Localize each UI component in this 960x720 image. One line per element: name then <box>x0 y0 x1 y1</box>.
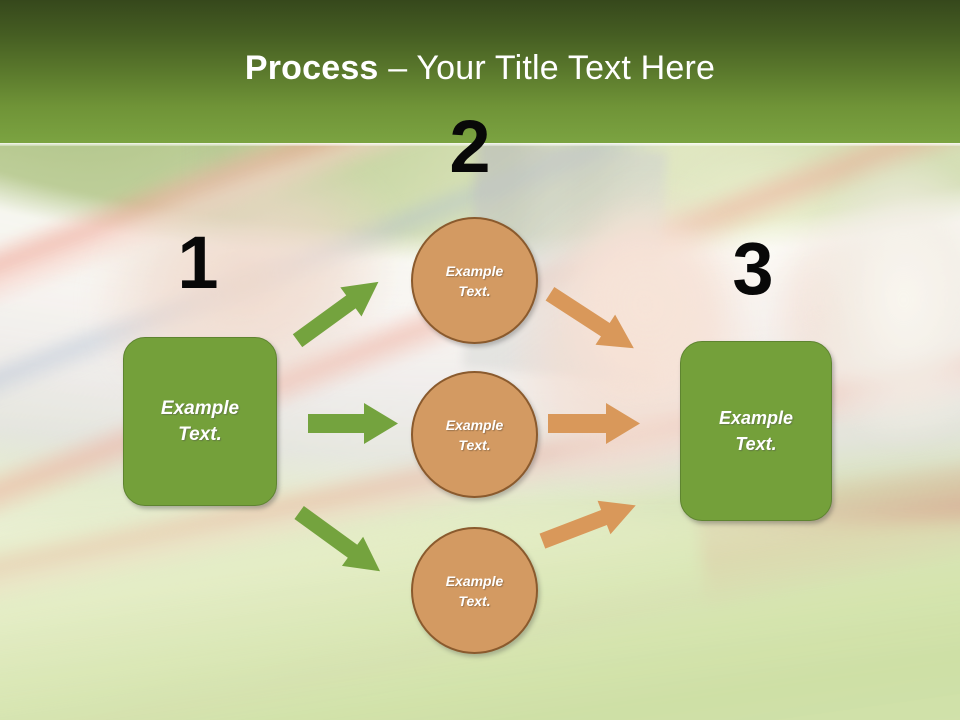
arrow-orange-up-right-icon <box>539 495 652 561</box>
step-number-3: 3 <box>732 227 774 310</box>
process-box-right-line2: Text. <box>735 434 777 454</box>
arrow-green-right-icon <box>308 402 400 446</box>
process-circle-middle-text: Example Text. <box>446 415 504 455</box>
process-box-left[interactable]: Example Text. <box>123 337 277 506</box>
process-circle-top[interactable]: Example Text. <box>411 217 538 344</box>
process-circle-top-line2: Text. <box>458 282 491 299</box>
process-circle-middle-line1: Example <box>445 416 504 433</box>
process-circle-top-line1: Example <box>445 262 504 279</box>
process-box-left-line1: Example <box>160 397 240 419</box>
process-circle-bottom-line1: Example <box>445 572 504 589</box>
arrow-green-up-right-icon <box>292 278 406 348</box>
page-title-regular: Your Title Text Here <box>416 49 716 87</box>
page-title: Process – Your Title Text Here <box>0 48 960 88</box>
process-circle-bottom-text: Example Text. <box>446 571 504 611</box>
arrow-orange-down-right-icon <box>545 287 661 359</box>
process-circle-middle-line2: Text. <box>458 436 491 453</box>
slide-header-band <box>0 0 960 143</box>
arrow-orange-right-icon <box>548 402 642 446</box>
page-title-separator: – <box>378 49 417 87</box>
process-box-right[interactable]: Example Text. <box>680 341 832 521</box>
process-box-right-text: Example Text. <box>719 405 793 457</box>
process-box-left-line2: Text. <box>178 423 222 445</box>
header-divider-line <box>0 143 960 146</box>
page-title-bold: Process <box>244 49 379 87</box>
process-box-left-text: Example Text. <box>161 396 239 448</box>
process-circle-bottom[interactable]: Example Text. <box>411 527 538 654</box>
process-circle-bottom-line2: Text. <box>458 592 491 609</box>
process-circle-top-text: Example Text. <box>446 261 504 301</box>
step-number-2: 2 <box>449 105 491 188</box>
arrow-green-down-right-icon <box>294 506 410 578</box>
process-circle-middle[interactable]: Example Text. <box>411 371 538 498</box>
step-number-1: 1 <box>177 221 219 304</box>
process-box-right-line1: Example <box>718 408 794 428</box>
